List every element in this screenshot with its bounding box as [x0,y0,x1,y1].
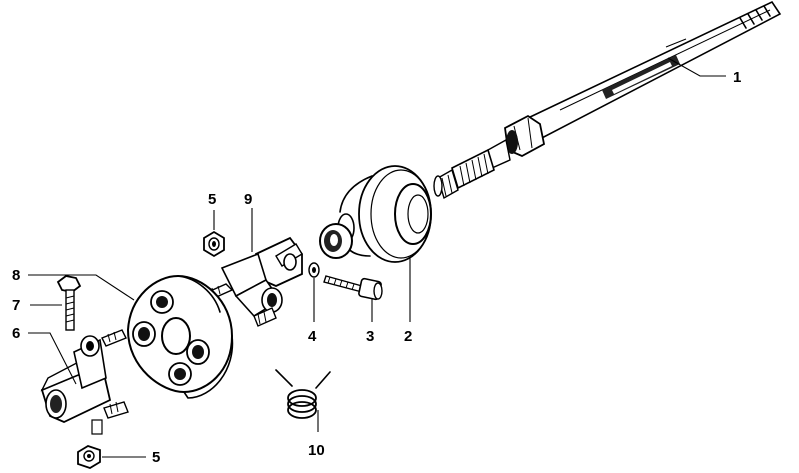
callout-10: 10 [308,442,325,459]
hex-bolt [56,275,82,331]
clamp-yoke [206,236,303,327]
callout-6: 6 [12,325,20,342]
flexible-coupling-disc [126,274,234,399]
rubber-boot [319,165,432,263]
lock-washer [308,262,320,278]
callout-9: 9 [244,191,252,208]
callout-1: 1 [733,69,741,86]
callout-2: 2 [404,328,412,345]
callout-5-bottom: 5 [152,449,160,466]
leader-lines [28,57,726,458]
callout-7: 7 [12,297,20,314]
lower-clamp-yoke [40,329,129,435]
callout-8: 8 [12,267,20,284]
hex-nut-top [203,230,225,258]
torsion-spring [275,369,331,419]
hex-nut-bottom [77,445,101,469]
callout-3: 3 [366,328,374,345]
callout-5-top: 5 [208,191,216,208]
steering-shaft [433,0,782,200]
clamp-bolt [323,275,383,301]
callout-4: 4 [308,328,317,345]
